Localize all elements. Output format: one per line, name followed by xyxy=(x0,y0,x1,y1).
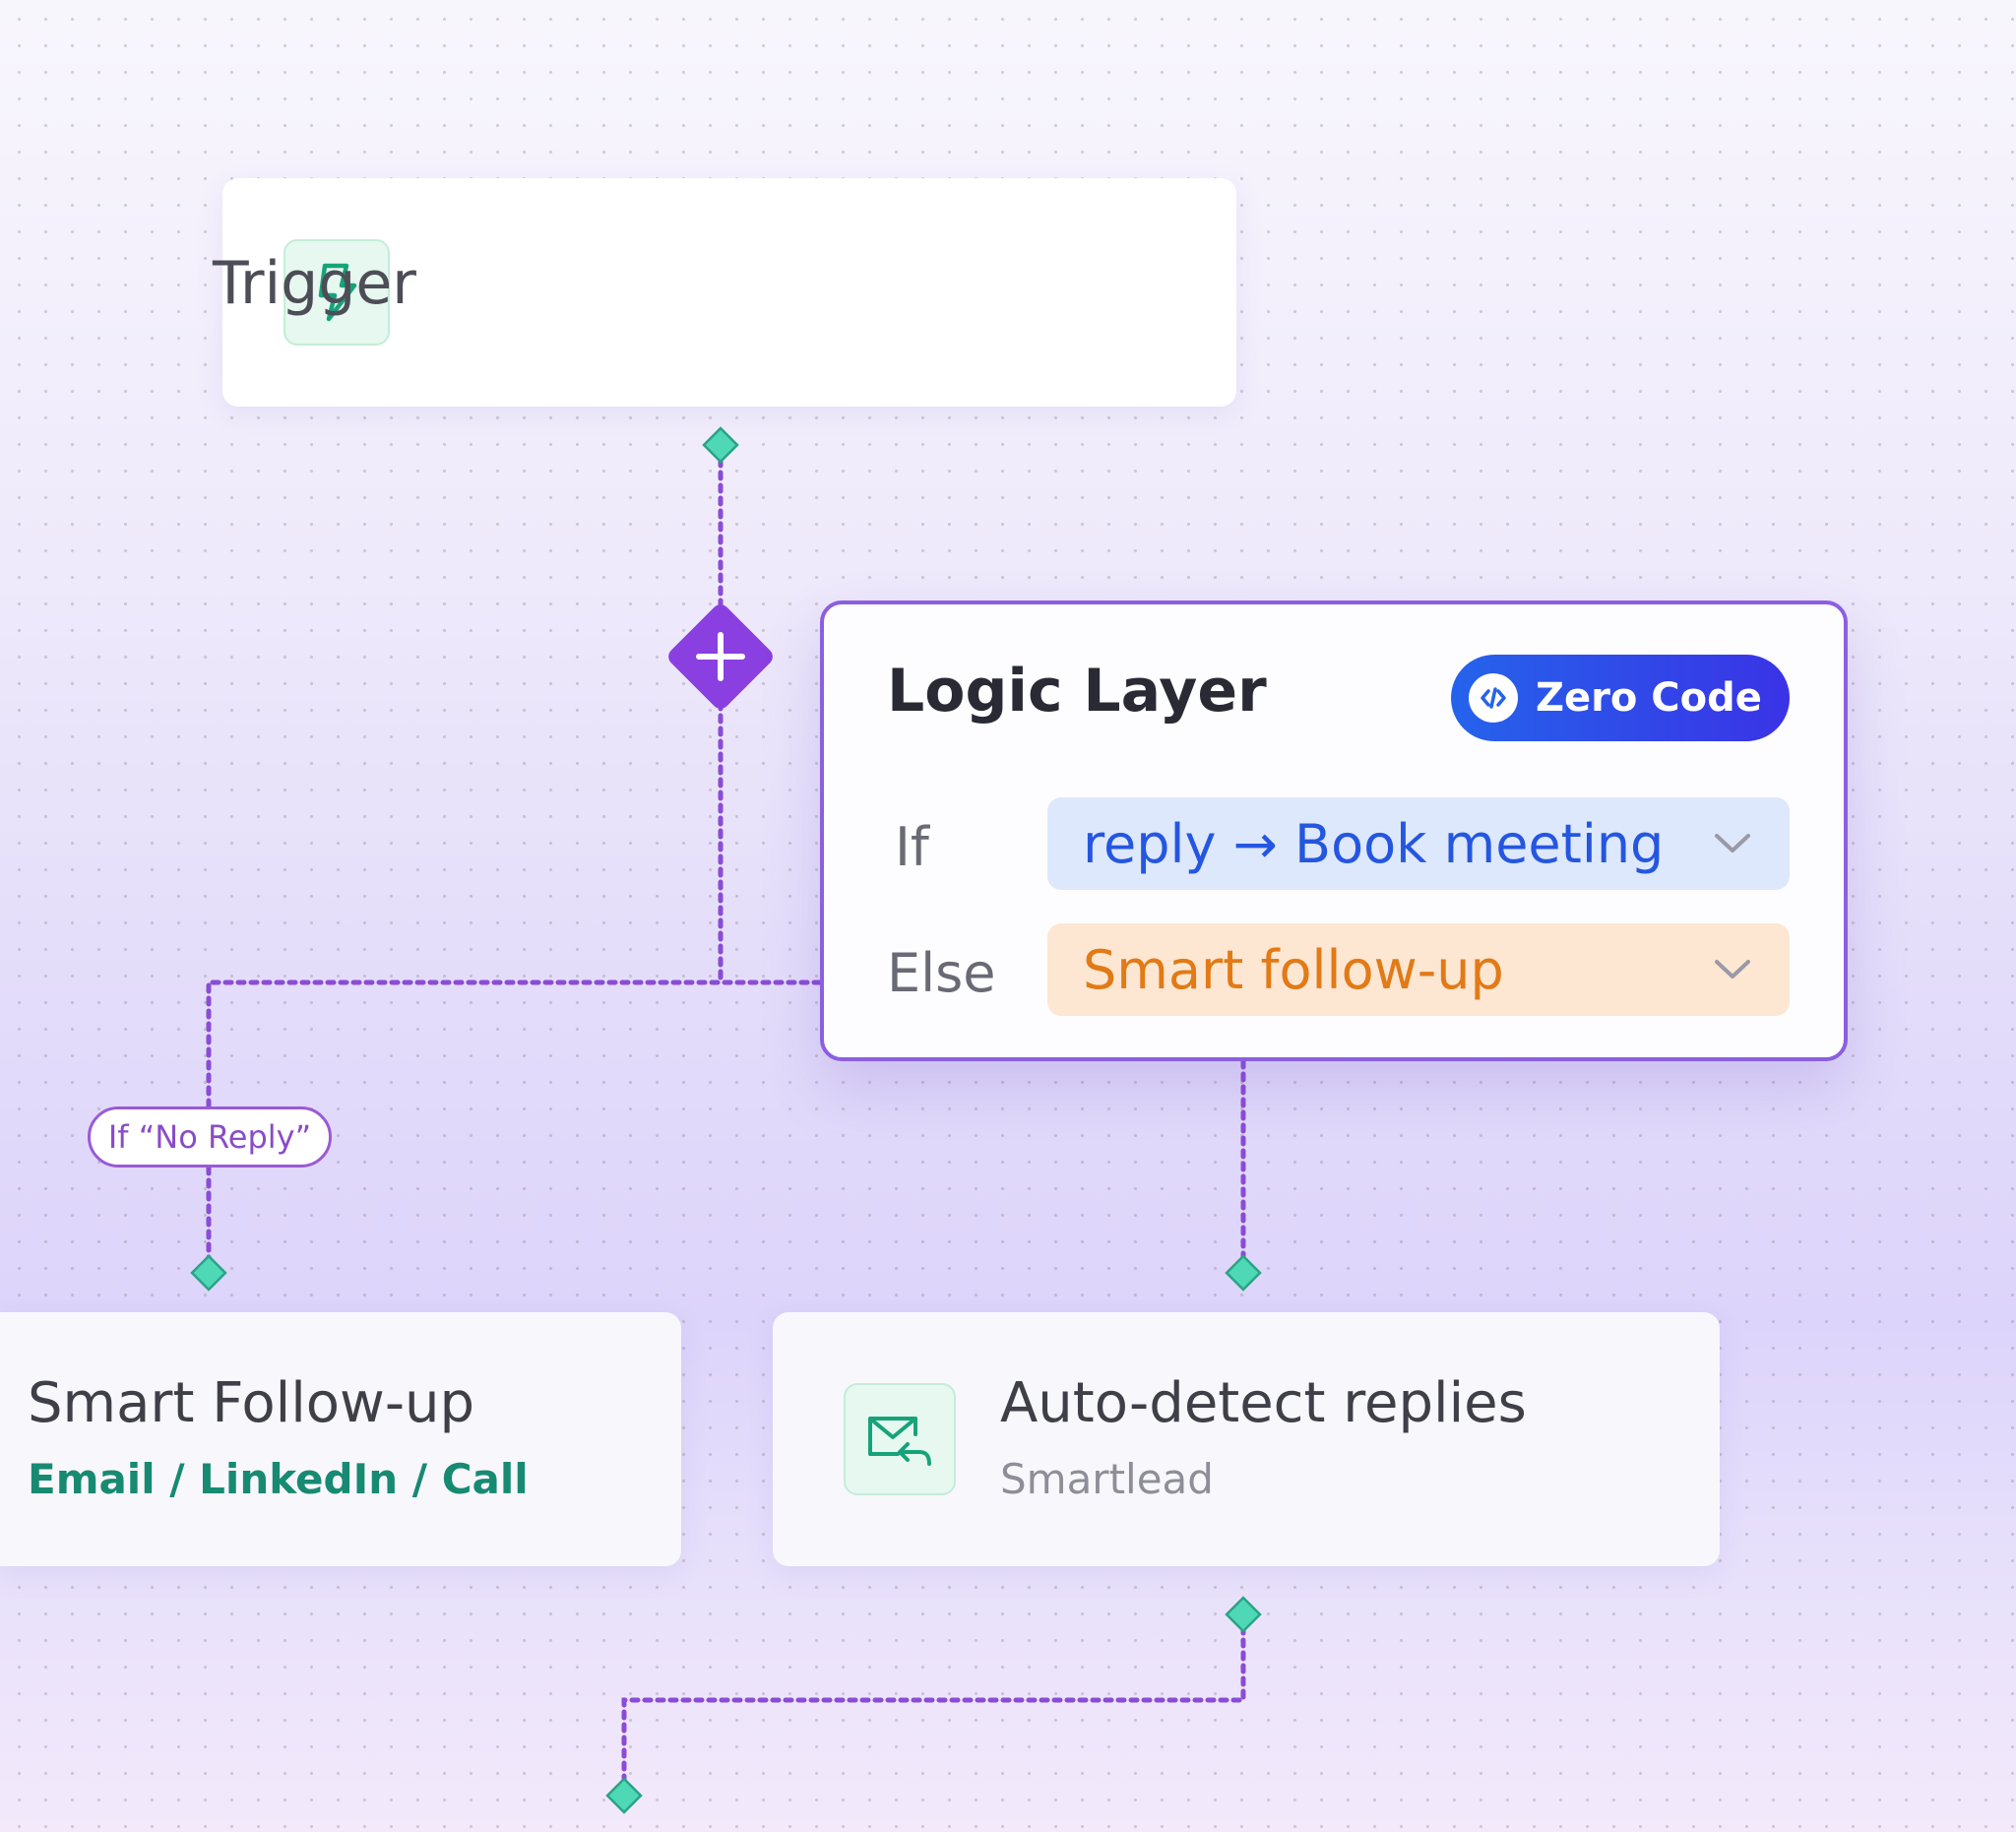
plus-icon xyxy=(696,632,745,681)
auto-detect-card[interactable] xyxy=(773,1312,1720,1566)
auto-detect-source: Smartlead xyxy=(1000,1455,1214,1503)
lightning-icon xyxy=(284,239,390,346)
logic-layer-card[interactable]: Logic Layer Zero Code If reply → Book me… xyxy=(820,600,1848,1061)
add-step-button[interactable] xyxy=(664,600,776,712)
mail-reply-icon xyxy=(844,1383,956,1495)
connector-logic-to-no-reply xyxy=(206,979,823,1113)
else-label: Else xyxy=(887,942,996,1004)
auto-detect-title: Auto-detect replies xyxy=(1000,1371,1527,1435)
smart-followup-channels: Email / LinkedIn / Call xyxy=(28,1455,529,1503)
connector-node xyxy=(1225,1254,1262,1292)
code-icon xyxy=(1469,673,1518,723)
trigger-title: Trigger xyxy=(213,249,416,318)
zero-code-badge[interactable]: Zero Code xyxy=(1451,655,1790,741)
connector-detect-to-next xyxy=(621,1611,1246,1798)
if-action-value: reply → Book meeting xyxy=(1083,812,1665,875)
chevron-down-icon xyxy=(1715,834,1750,853)
logic-layer-title: Logic Layer xyxy=(887,657,1267,726)
smart-followup-card[interactable] xyxy=(0,1312,681,1566)
if-action-select[interactable]: reply → Book meeting xyxy=(1047,797,1790,890)
connector-node xyxy=(702,426,739,464)
connector-node xyxy=(190,1254,227,1292)
smart-followup-title: Smart Follow-up xyxy=(28,1371,475,1435)
chevron-down-icon xyxy=(1715,960,1750,979)
connector-node xyxy=(1225,1596,1262,1633)
zero-code-label: Zero Code xyxy=(1536,675,1762,721)
else-action-select[interactable]: Smart follow-up xyxy=(1047,923,1790,1016)
trigger-card[interactable] xyxy=(222,178,1236,407)
else-action-value: Smart follow-up xyxy=(1083,938,1504,1001)
if-label: If xyxy=(895,816,929,878)
no-reply-branch-label[interactable]: If “No Reply” xyxy=(88,1106,332,1168)
connector-node xyxy=(605,1777,643,1814)
